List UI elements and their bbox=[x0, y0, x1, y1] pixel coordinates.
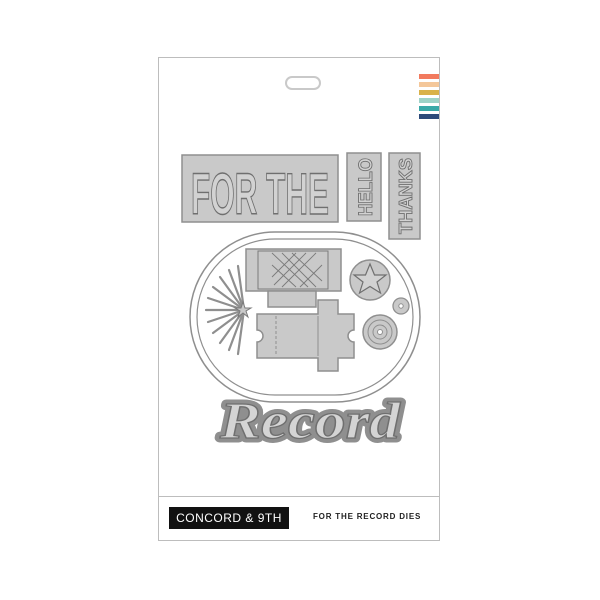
color-stripes bbox=[419, 74, 439, 122]
color-stripe bbox=[419, 114, 439, 119]
hello-tag-die: HELLO bbox=[346, 152, 382, 222]
thanks-tag-die: THANKS bbox=[388, 152, 421, 240]
starburst-die bbox=[204, 264, 253, 356]
footer-divider bbox=[158, 496, 440, 497]
color-stripe bbox=[419, 82, 439, 87]
brand-logo: CONCORD & 9TH bbox=[169, 507, 289, 529]
hello-text: HELLO bbox=[356, 158, 377, 216]
color-stripe bbox=[419, 74, 439, 79]
color-stripe bbox=[419, 98, 439, 103]
ticket-die bbox=[256, 299, 355, 372]
record-word-outline: Record bbox=[219, 393, 401, 450]
product-name: FOR THE RECORD DIES bbox=[313, 512, 422, 521]
record-crate-die bbox=[245, 248, 342, 308]
small-circle-die bbox=[392, 297, 410, 315]
brand-logo-text: CONCORD & 9TH bbox=[176, 511, 282, 525]
for-the-banner-die: FOR THE bbox=[181, 154, 339, 228]
hang-hole bbox=[285, 76, 321, 90]
oval-frame-die bbox=[189, 231, 421, 403]
record-word-text: Record bbox=[219, 393, 401, 450]
thanks-text: THANKS bbox=[396, 158, 416, 234]
star-circle-die bbox=[349, 259, 391, 301]
banner-text: FOR THE bbox=[191, 162, 329, 227]
vinyl-record-die bbox=[362, 314, 398, 350]
color-stripe bbox=[419, 90, 439, 95]
color-stripe bbox=[419, 106, 439, 111]
record-word-die: Record Record bbox=[214, 389, 405, 455]
